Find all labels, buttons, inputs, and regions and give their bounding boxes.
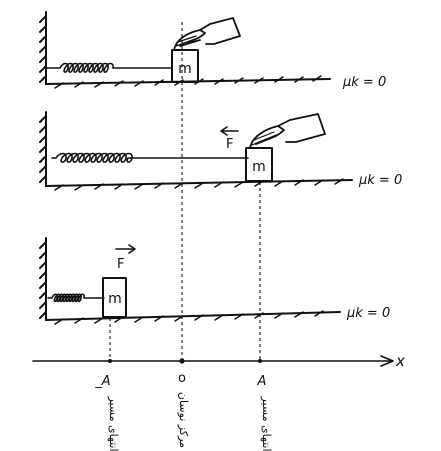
panel-3: m F μk = 0 — [39, 237, 390, 325]
mass-label-1: m — [178, 61, 192, 77]
floor-3 — [45, 310, 341, 325]
hand-2 — [249, 113, 326, 149]
tick-center — [179, 358, 185, 364]
wall-3 — [39, 237, 47, 321]
projection-guides — [109, 22, 261, 360]
tick-label-center: o — [178, 371, 186, 386]
spring-1 — [45, 62, 173, 73]
spring-2 — [51, 152, 249, 163]
mass-block-3: m — [102, 277, 127, 318]
caption-negative-a: انتهای مسیر — [107, 395, 120, 451]
wall-2 — [39, 111, 47, 187]
panel-1: m μk = 0 — [39, 11, 386, 90]
tick-label-negative-a: _A — [94, 374, 110, 389]
mass-block-2: m — [245, 147, 273, 182]
friction-label-2: μk = 0 — [358, 173, 402, 188]
force-arrow-3 — [115, 244, 136, 254]
floor-2 — [45, 178, 353, 191]
mass-label-2: m — [252, 159, 266, 175]
axis-label: x — [395, 352, 405, 370]
position-axis: x _A o A انتهای مسیر مرکز نوسان انتهای م… — [32, 352, 405, 451]
caption-positive-a: انتهای مسیر — [260, 395, 273, 451]
force-arrow-2 — [220, 126, 239, 136]
mass-label-3: m — [108, 291, 122, 307]
tick-label-positive-a: A — [257, 374, 267, 389]
tick-positive-a — [258, 359, 262, 363]
caption-center: مرکز نوسان — [177, 392, 190, 448]
panel-2: m F μk = 0 — [39, 111, 402, 191]
tick-negative-a — [108, 359, 112, 363]
force-label-3: F — [117, 257, 124, 272]
force-label-2: F — [226, 137, 233, 152]
hand-1 — [173, 17, 241, 51]
wall-1 — [39, 11, 47, 85]
spring-3 — [47, 293, 105, 303]
mass-block-1: m — [171, 49, 199, 83]
friction-label-3: μk = 0 — [346, 306, 390, 321]
friction-label-1: μk = 0 — [342, 75, 386, 90]
